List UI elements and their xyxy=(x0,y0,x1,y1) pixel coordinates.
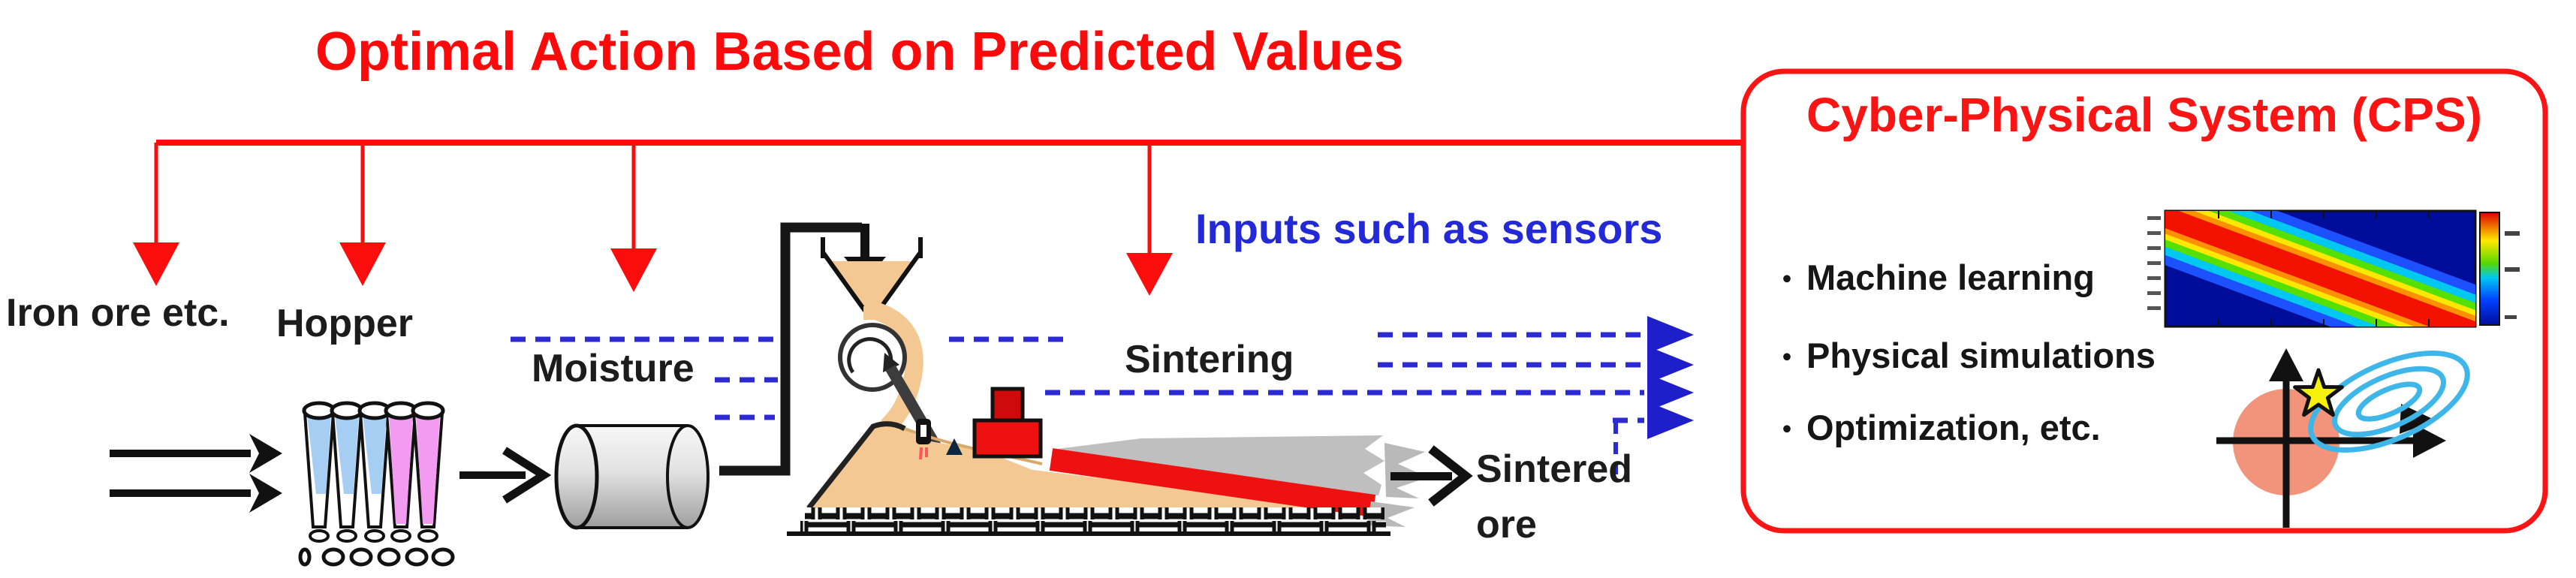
red-feedback-line xyxy=(133,140,1743,296)
path-arrowhead xyxy=(2400,404,2436,434)
contour-ellipses xyxy=(2308,350,2470,453)
stage-label-sintering: Sintering xyxy=(1125,338,1294,381)
bullet-icon: ・ xyxy=(1772,342,1802,375)
red-arrow-icon xyxy=(610,248,657,292)
red-arrow-icon xyxy=(1126,253,1173,296)
spray-nozzle-icon xyxy=(916,419,931,460)
probe-icon xyxy=(946,438,963,455)
diagram-title: Optimal Action Based on Predicted Values xyxy=(315,22,1404,82)
cps-box xyxy=(1740,68,2548,534)
flame-front xyxy=(1049,448,1376,517)
heatmap-colorbar xyxy=(2479,212,2500,326)
flow-arrow-icon xyxy=(459,447,552,504)
blue-dashed-sensor-arrow-icon xyxy=(1647,316,1694,439)
sensor-inputs-label: Inputs such as sensors xyxy=(1195,205,1663,252)
cps-item-optimization: ・ Optimization, etc. xyxy=(1772,405,2101,449)
red-arrow-icon xyxy=(133,242,179,286)
output-label-line2: ore xyxy=(1476,503,1537,546)
discharge-arrow-icon xyxy=(1390,445,1473,507)
red-arrow-icon xyxy=(339,242,386,286)
stage-label-iron-ore: Iron ore etc. xyxy=(6,291,230,335)
sintered-layer xyxy=(1057,435,1384,495)
stage-label-hopper: Hopper xyxy=(276,302,413,345)
cps-item-label: Optimization, etc. xyxy=(1806,408,2101,447)
heatmap-axis-tick-labels xyxy=(2147,216,2161,310)
ignition-burner-icon xyxy=(972,387,1043,459)
feed-pipe-icon xyxy=(719,222,862,476)
cps-item-machine-learning: ・ Machine learning xyxy=(1772,255,2095,299)
material-band xyxy=(866,302,923,434)
sensor-dashed-lines xyxy=(511,332,1644,482)
storage-hoppers-icon xyxy=(298,401,455,567)
colorbar-tick-labels xyxy=(2505,231,2520,319)
double-flow-arrow-icon xyxy=(110,434,282,513)
cps-item-label: Physical simulations xyxy=(1806,336,2156,375)
cps-item-label: Machine learning xyxy=(1806,257,2095,297)
output-label-line1: Sintered xyxy=(1476,447,1633,491)
stage-label-moisture: Moisture xyxy=(532,347,694,390)
bullet-icon: ・ xyxy=(1772,414,1802,447)
cps-box-title: Cyber-Physical System (CPS) xyxy=(1806,88,2482,142)
bullet-icon: ・ xyxy=(1772,263,1802,297)
pallet-conveyor-icon xyxy=(787,507,1390,536)
mixing-drum-icon xyxy=(554,423,710,530)
cps-item-physical-simulations: ・ Physical simulations xyxy=(1772,333,2156,377)
sinter-bed xyxy=(809,426,1351,508)
bed-edge xyxy=(806,421,906,510)
optimum-star-icon xyxy=(2293,368,2344,417)
optimization-plot-thumbnail xyxy=(2216,348,2470,528)
heatmap-thumbnail xyxy=(2147,209,2520,328)
